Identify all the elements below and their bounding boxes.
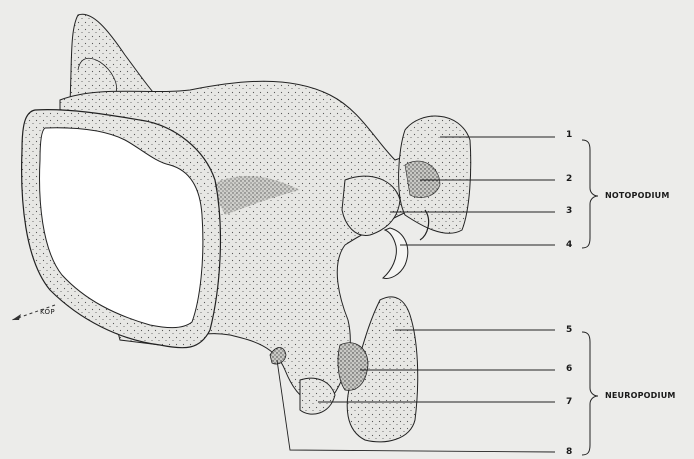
notopodium-hook — [383, 228, 408, 278]
label-1: 1 — [566, 130, 572, 140]
label-2: 2 — [566, 174, 572, 184]
label-3: 3 — [566, 206, 572, 216]
neuropodium-label: NEUROPODIUM — [605, 391, 676, 400]
neuropodium-brace — [582, 332, 598, 455]
label-8: 8 — [566, 447, 572, 457]
label-4: 4 — [566, 240, 572, 250]
notopodium-label: NOTOPODIUM — [605, 191, 670, 200]
label-6: 6 — [566, 364, 572, 374]
direction-label: KOP — [40, 308, 55, 316]
label-7: 7 — [566, 397, 572, 407]
notopodium-lower — [342, 176, 400, 235]
notopodium-brace — [582, 140, 598, 248]
label-5: 5 — [566, 325, 572, 335]
